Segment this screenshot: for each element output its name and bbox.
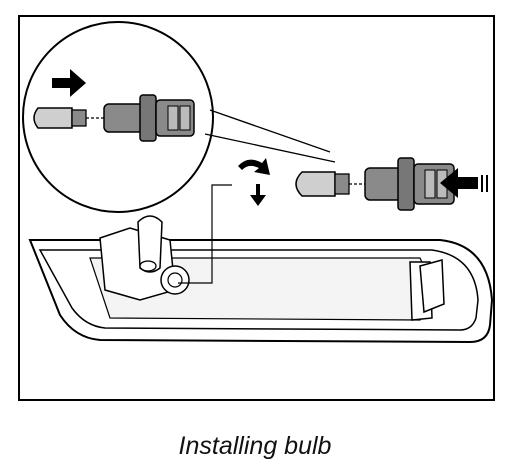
lamp-housing [28, 215, 494, 344]
socket [364, 157, 455, 211]
bulb-small [33, 107, 104, 129]
arrow-left-icon [440, 168, 488, 198]
socket-small [103, 94, 195, 142]
leader-line [178, 184, 232, 284]
rotate-arrow-icon [238, 158, 270, 206]
arrow-right-icon [52, 69, 86, 97]
figure-caption: Installing bulb [178, 432, 332, 460]
bulb-installation-illustration [22, 21, 494, 344]
bulb [295, 171, 365, 197]
